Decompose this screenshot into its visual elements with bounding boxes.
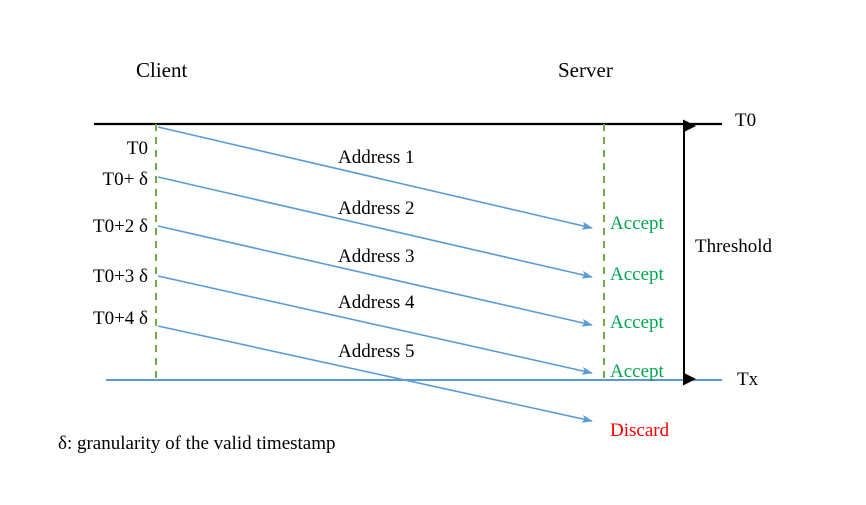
client-time-label-2: T0+2 δ (92, 216, 148, 237)
bottom-edge-label: Tx (737, 369, 759, 390)
top-edge-label: T0 (735, 110, 757, 131)
message-arrow-5 (157, 325, 593, 423)
message-arrow-2 (157, 176, 593, 279)
server-outcome-4: Accept (610, 361, 664, 382)
message-arrow-4 (157, 275, 593, 375)
message-label-2: Address 2 (338, 198, 415, 219)
server-outcome-2: Accept (610, 264, 664, 285)
client-time-label-4: T0+4 δ (92, 308, 148, 329)
message-label-3: Address 3 (338, 246, 415, 267)
threshold-label: Threshold (695, 236, 773, 257)
message-label-1: Address 1 (338, 147, 415, 168)
figure-caption: δ: granularity of the valid timestamp (58, 433, 336, 454)
client-header: Client (136, 58, 188, 82)
message-arrow-3 (157, 225, 593, 327)
server-outcome-3: Accept (610, 312, 664, 333)
client-time-label-1: T0+ δ (102, 169, 148, 190)
message-label-5: Address 5 (338, 341, 415, 362)
message-label-4: Address 4 (338, 292, 415, 313)
server-outcome-5: Discard (610, 420, 670, 441)
message-arrow-1 (157, 126, 593, 230)
server-header: Server (558, 58, 613, 82)
client-time-label-0: T0 (126, 138, 148, 159)
server-outcome-1: Accept (610, 213, 664, 234)
client-time-label-3: T0+3 δ (92, 266, 148, 287)
